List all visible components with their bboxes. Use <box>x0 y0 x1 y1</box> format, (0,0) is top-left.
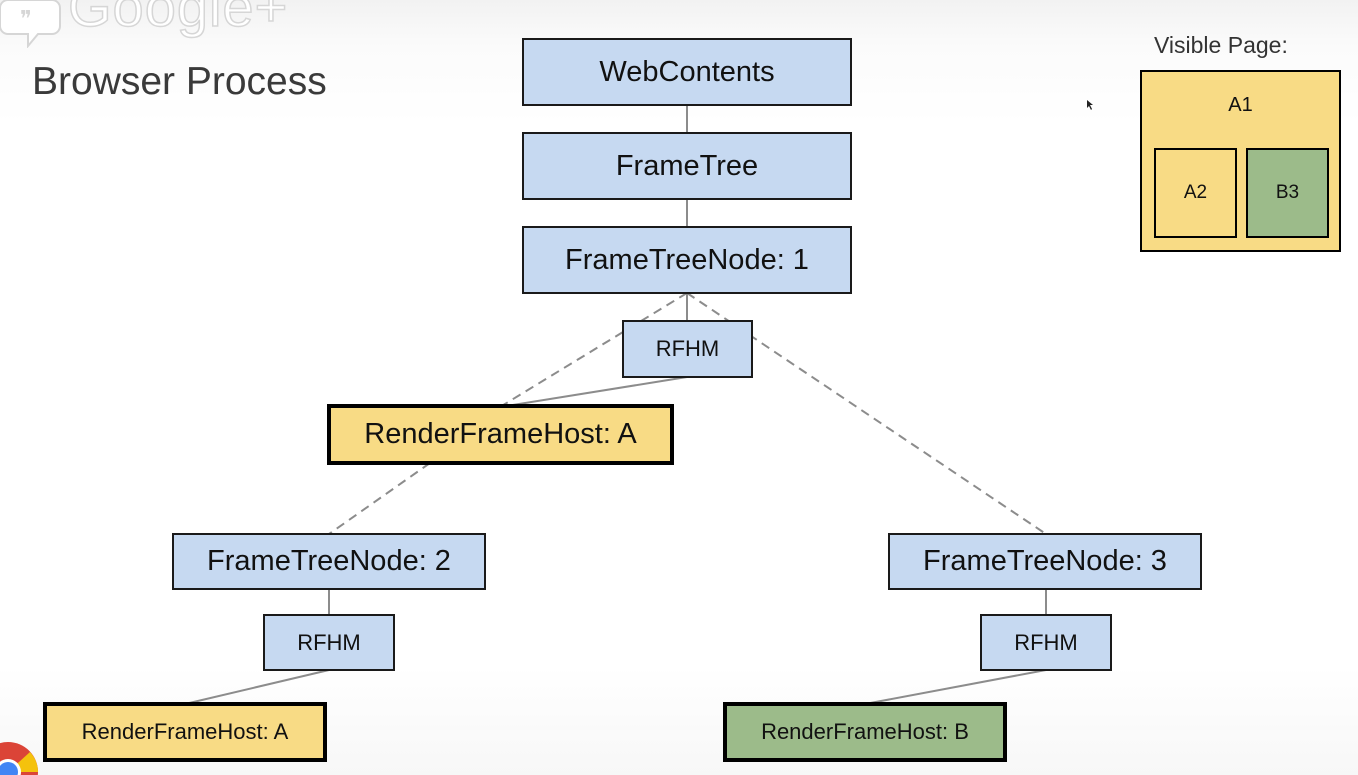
webcontents-box: WebContents <box>522 38 852 106</box>
frametree-box: FrameTree <box>522 132 852 200</box>
dashed-ftn1-rfha <box>499 292 688 408</box>
hangouts-icon: ❞ <box>0 0 61 48</box>
visible-page-frame-a1: A1 A2 B3 <box>1140 70 1341 252</box>
dashed-rfha-ftn2 <box>328 462 431 535</box>
frame-a1-label: A1 <box>1228 94 1253 116</box>
link-rfhm2-rfha <box>184 669 330 705</box>
link-rfhm1-rfha <box>499 376 688 408</box>
frame-b3: B3 <box>1246 148 1329 238</box>
render-frame-host-b-box: RenderFrameHost: B <box>723 702 1007 762</box>
rfhm-2-box: RFHM <box>263 614 395 671</box>
svg-text:❞: ❞ <box>20 6 32 31</box>
frame-tree-node-1-box: FrameTreeNode: 1 <box>522 226 852 294</box>
visible-page-label: Visible Page: <box>1154 32 1288 58</box>
frame-a2: A2 <box>1154 148 1237 238</box>
rfhm-1-box: RFHM <box>622 320 753 378</box>
link-rfhm3-rfhb <box>864 669 1047 705</box>
dashed-ftn1-ftn3 <box>686 292 1047 535</box>
rfhm-3-box: RFHM <box>980 614 1112 671</box>
google-plus-watermark: Google+ <box>67 0 289 39</box>
mouse-cursor-icon <box>1087 100 1093 110</box>
frame-tree-node-3-box: FrameTreeNode: 3 <box>888 533 1202 590</box>
page-title: Browser Process <box>32 60 327 103</box>
render-frame-host-a-top-box: RenderFrameHost: A <box>327 404 674 465</box>
frame-tree-node-2-box: FrameTreeNode: 2 <box>172 533 486 590</box>
chrome-logo-icon <box>0 742 38 775</box>
render-frame-host-a-bottom-box: RenderFrameHost: A <box>43 702 327 762</box>
